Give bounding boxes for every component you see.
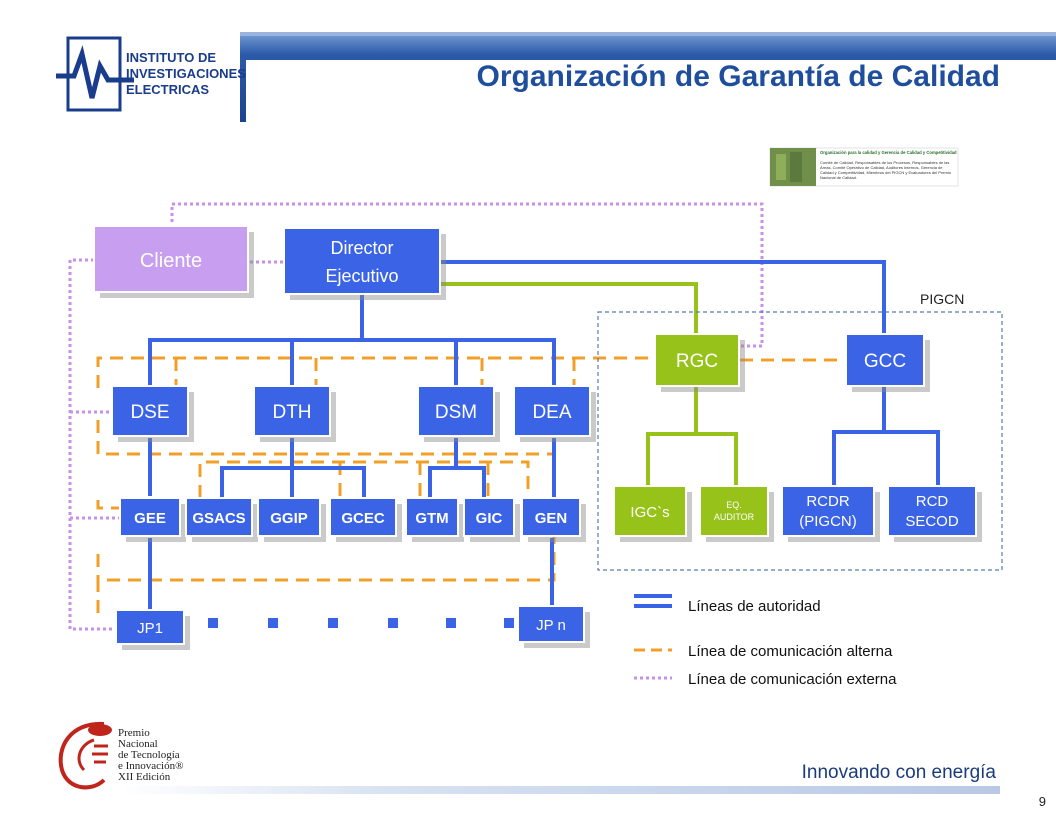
logo-line-1: INSTITUTO DE	[126, 50, 216, 65]
legend-label-authority: Líneas de autoridad	[688, 598, 821, 615]
node-dea[interactable]: DEA	[513, 385, 596, 442]
award-line-5: XII Edición	[118, 771, 171, 783]
pigcn-label: PIGCN	[920, 291, 964, 307]
node-rcdr[interactable]: RCDR (PIGCN)	[781, 485, 880, 542]
node-gsacs-label: GSACS	[192, 510, 245, 527]
award-line-4: e Innovación®	[118, 760, 183, 772]
node-jpn-label: JP n	[536, 617, 566, 634]
node-gtm-label: GTM	[415, 510, 448, 527]
node-gcc[interactable]: GCC	[845, 333, 930, 392]
node-gic[interactable]: GIC	[463, 497, 520, 542]
node-dth[interactable]: DTH	[253, 385, 336, 442]
node-jp1[interactable]: JP1	[115, 609, 190, 650]
footer-slogan: Innovando con energía	[802, 762, 997, 783]
node-eq-auditor-line-1: EQ.	[726, 500, 742, 510]
ellipsis-squares	[208, 618, 514, 628]
legend-label-external: Línea de comunicación externa	[688, 671, 897, 688]
node-dse[interactable]: DSE	[111, 385, 194, 442]
node-director-line-1: Director	[330, 238, 393, 258]
legend: Líneas de autoridad Línea de comunicació…	[634, 594, 897, 688]
node-jpn[interactable]: JP n	[517, 605, 590, 648]
node-dsm[interactable]: DSM	[417, 385, 500, 442]
node-rcd-line-2: SECOD	[905, 513, 959, 530]
node-gen-label: GEN	[535, 510, 568, 527]
header: Organización de Garantía de Calidad	[0, 0, 1056, 130]
node-gcec-label: GCEC	[341, 510, 385, 527]
node-gee[interactable]: GEE	[119, 497, 186, 542]
footer: Premio Nacional de Tecnología e Innovaci…	[58, 721, 1046, 809]
node-cliente[interactable]: Cliente	[93, 225, 254, 298]
award-line-1: Premio	[118, 727, 150, 739]
page-number: 9	[1039, 794, 1046, 809]
org-thumbnail: Organización para la calidad y Gerencia …	[769, 147, 959, 187]
node-dse-label: DSE	[130, 402, 169, 423]
node-igcs[interactable]: IGC`s	[613, 485, 692, 542]
node-dth-label: DTH	[272, 402, 311, 423]
award-line-2: Nacional	[118, 738, 158, 750]
node-rgc[interactable]: RGC	[654, 333, 745, 392]
node-rcd-line-1: RCD	[916, 493, 949, 510]
node-gsacs[interactable]: GSACS	[185, 497, 258, 542]
node-gee-label: GEE	[134, 510, 166, 527]
award-emblem-icon	[58, 721, 112, 790]
node-rcdr-line-1: RCDR	[806, 493, 849, 510]
thumbnail-heading: Organización para la calidad y Gerencia …	[820, 150, 957, 155]
node-director-line-2: Ejecutivo	[325, 266, 398, 286]
award-line-3: de Tecnología	[118, 749, 180, 761]
authority-lines	[148, 260, 940, 610]
logo-line-2: INVESTIGACIONES	[126, 66, 246, 81]
thumbnail-body: Comité de Calidad, Responsables de los P…	[820, 160, 951, 180]
node-rcdr-line-2: (PIGCN)	[799, 513, 857, 530]
node-rcd[interactable]: RCD SECOD	[887, 485, 982, 542]
external-lines	[68, 202, 764, 631]
node-jp1-label: JP1	[137, 620, 163, 637]
node-cliente-label: Cliente	[140, 250, 202, 272]
node-gcc-label: GCC	[864, 351, 906, 372]
iie-logo: INSTITUTO DE INVESTIGACIONES ELECTRICAS	[56, 36, 246, 112]
node-eq-auditor-line-2: AUDITOR	[714, 512, 755, 522]
page-title: Organización de Garantía de Calidad	[477, 60, 1000, 93]
node-gtm[interactable]: GTM	[405, 497, 464, 542]
node-rgc-label: RGC	[676, 351, 718, 372]
node-ggip[interactable]: GGIP	[257, 497, 326, 542]
pigcn-region	[597, 311, 1003, 571]
node-gic-label: GIC	[476, 510, 503, 527]
node-dsm-label: DSM	[435, 402, 477, 423]
logo-line-3: ELECTRICAS	[126, 82, 209, 97]
node-eq-auditor[interactable]: EQ. AUDITOR	[699, 485, 774, 542]
node-ggip-label: GGIP	[270, 510, 308, 527]
node-gcec[interactable]: GCEC	[329, 497, 402, 542]
pulse-icon	[56, 45, 134, 99]
node-igcs-label: IGC`s	[630, 504, 669, 521]
legend-label-alternate: Línea de comunicación alterna	[688, 643, 893, 660]
node-gen[interactable]: GEN	[521, 497, 586, 542]
node-dea-label: DEA	[532, 402, 571, 423]
node-director[interactable]: Director Ejecutivo	[283, 227, 446, 300]
